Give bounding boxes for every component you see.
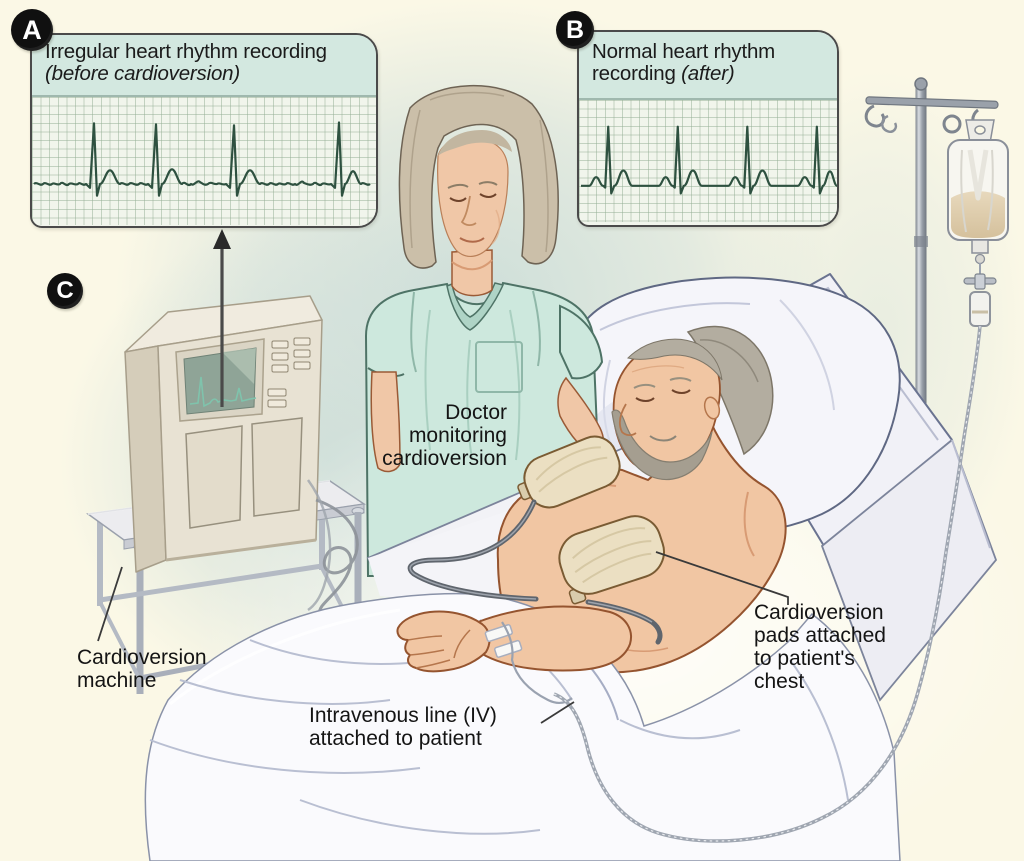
iv-bag bbox=[947, 119, 1009, 241]
machine-screen-trace bbox=[189, 376, 257, 408]
leader-pads bbox=[655, 551, 789, 605]
label-cardioversion-machine: Cardioversion machine bbox=[77, 646, 207, 692]
machine-door-right bbox=[251, 417, 303, 517]
machine-door-left bbox=[185, 425, 243, 529]
label-doctor-monitoring: Doctor monitoring cardioversion bbox=[382, 401, 507, 470]
cardioversion-pads bbox=[517, 435, 665, 605]
pad-lower bbox=[558, 515, 665, 605]
leader-iv bbox=[540, 701, 575, 724]
ecg-panel-after: Normal heart rhythm recording (after) bbox=[577, 30, 839, 227]
ecg-trace-after bbox=[581, 125, 837, 195]
pad-cables bbox=[407, 499, 663, 645]
iv-tube bbox=[553, 325, 982, 843]
iv-pole bbox=[864, 77, 1009, 585]
ecg-grid-after bbox=[579, 100, 837, 222]
label-iv-line: Intravenous line (IV) attached to patien… bbox=[309, 704, 497, 750]
pole-hook-right bbox=[942, 114, 962, 134]
ecg-grid-before bbox=[32, 97, 376, 225]
ecg-panel-after-title-text: Normal heart rhythm recording bbox=[592, 40, 776, 85]
leader-lines bbox=[97, 551, 789, 724]
ecg-panel-after-header: Normal heart rhythm recording (after) bbox=[579, 32, 837, 100]
scrub-vneck bbox=[446, 282, 505, 331]
iv-drip-chamber bbox=[963, 239, 997, 327]
label-cardioversion-pads: Cardioversion pads attached to patient's… bbox=[754, 601, 886, 693]
patient-arm bbox=[396, 605, 632, 704]
patient-beard bbox=[611, 409, 713, 481]
pad-upper bbox=[517, 435, 621, 509]
ecg-panel-after-title: Normal heart rhythm recording (after) bbox=[592, 41, 833, 85]
marker-c: C bbox=[47, 273, 83, 309]
marker-b: B bbox=[556, 11, 594, 49]
ecg-trace-before bbox=[33, 121, 371, 197]
doctor-closed-eye bbox=[449, 197, 467, 202]
doctor bbox=[364, 85, 605, 577]
iv-pole-shaft bbox=[915, 82, 927, 585]
ecg-panel-before-header: Irregular heart rhythm recording (before… bbox=[32, 35, 376, 97]
leader-machine bbox=[97, 566, 123, 642]
marker-a: A bbox=[11, 9, 53, 51]
iv-pole-crossbar bbox=[865, 96, 999, 109]
ecg-panel-before: Irregular heart rhythm recording (before… bbox=[30, 33, 378, 228]
ecg-panel-before-title: Irregular heart rhythm recording bbox=[45, 40, 327, 63]
machine-buttons bbox=[267, 337, 311, 408]
iv-line-at-wrist bbox=[501, 621, 573, 704]
arrowhead bbox=[213, 229, 231, 249]
ecg-panel-before-subtitle: (before cardioversion) bbox=[45, 62, 240, 85]
ecg-panel-after-subtitle: (after) bbox=[681, 62, 735, 85]
scrub-pocket bbox=[475, 341, 523, 393]
doctor-hair bbox=[398, 85, 559, 269]
machine-cable-coil bbox=[315, 498, 359, 624]
patient-closed-eye bbox=[635, 397, 655, 402]
doctor-left-arm bbox=[370, 371, 401, 473]
cardioversion-machine bbox=[124, 295, 359, 624]
machine-to-panel-arrow bbox=[213, 229, 231, 407]
